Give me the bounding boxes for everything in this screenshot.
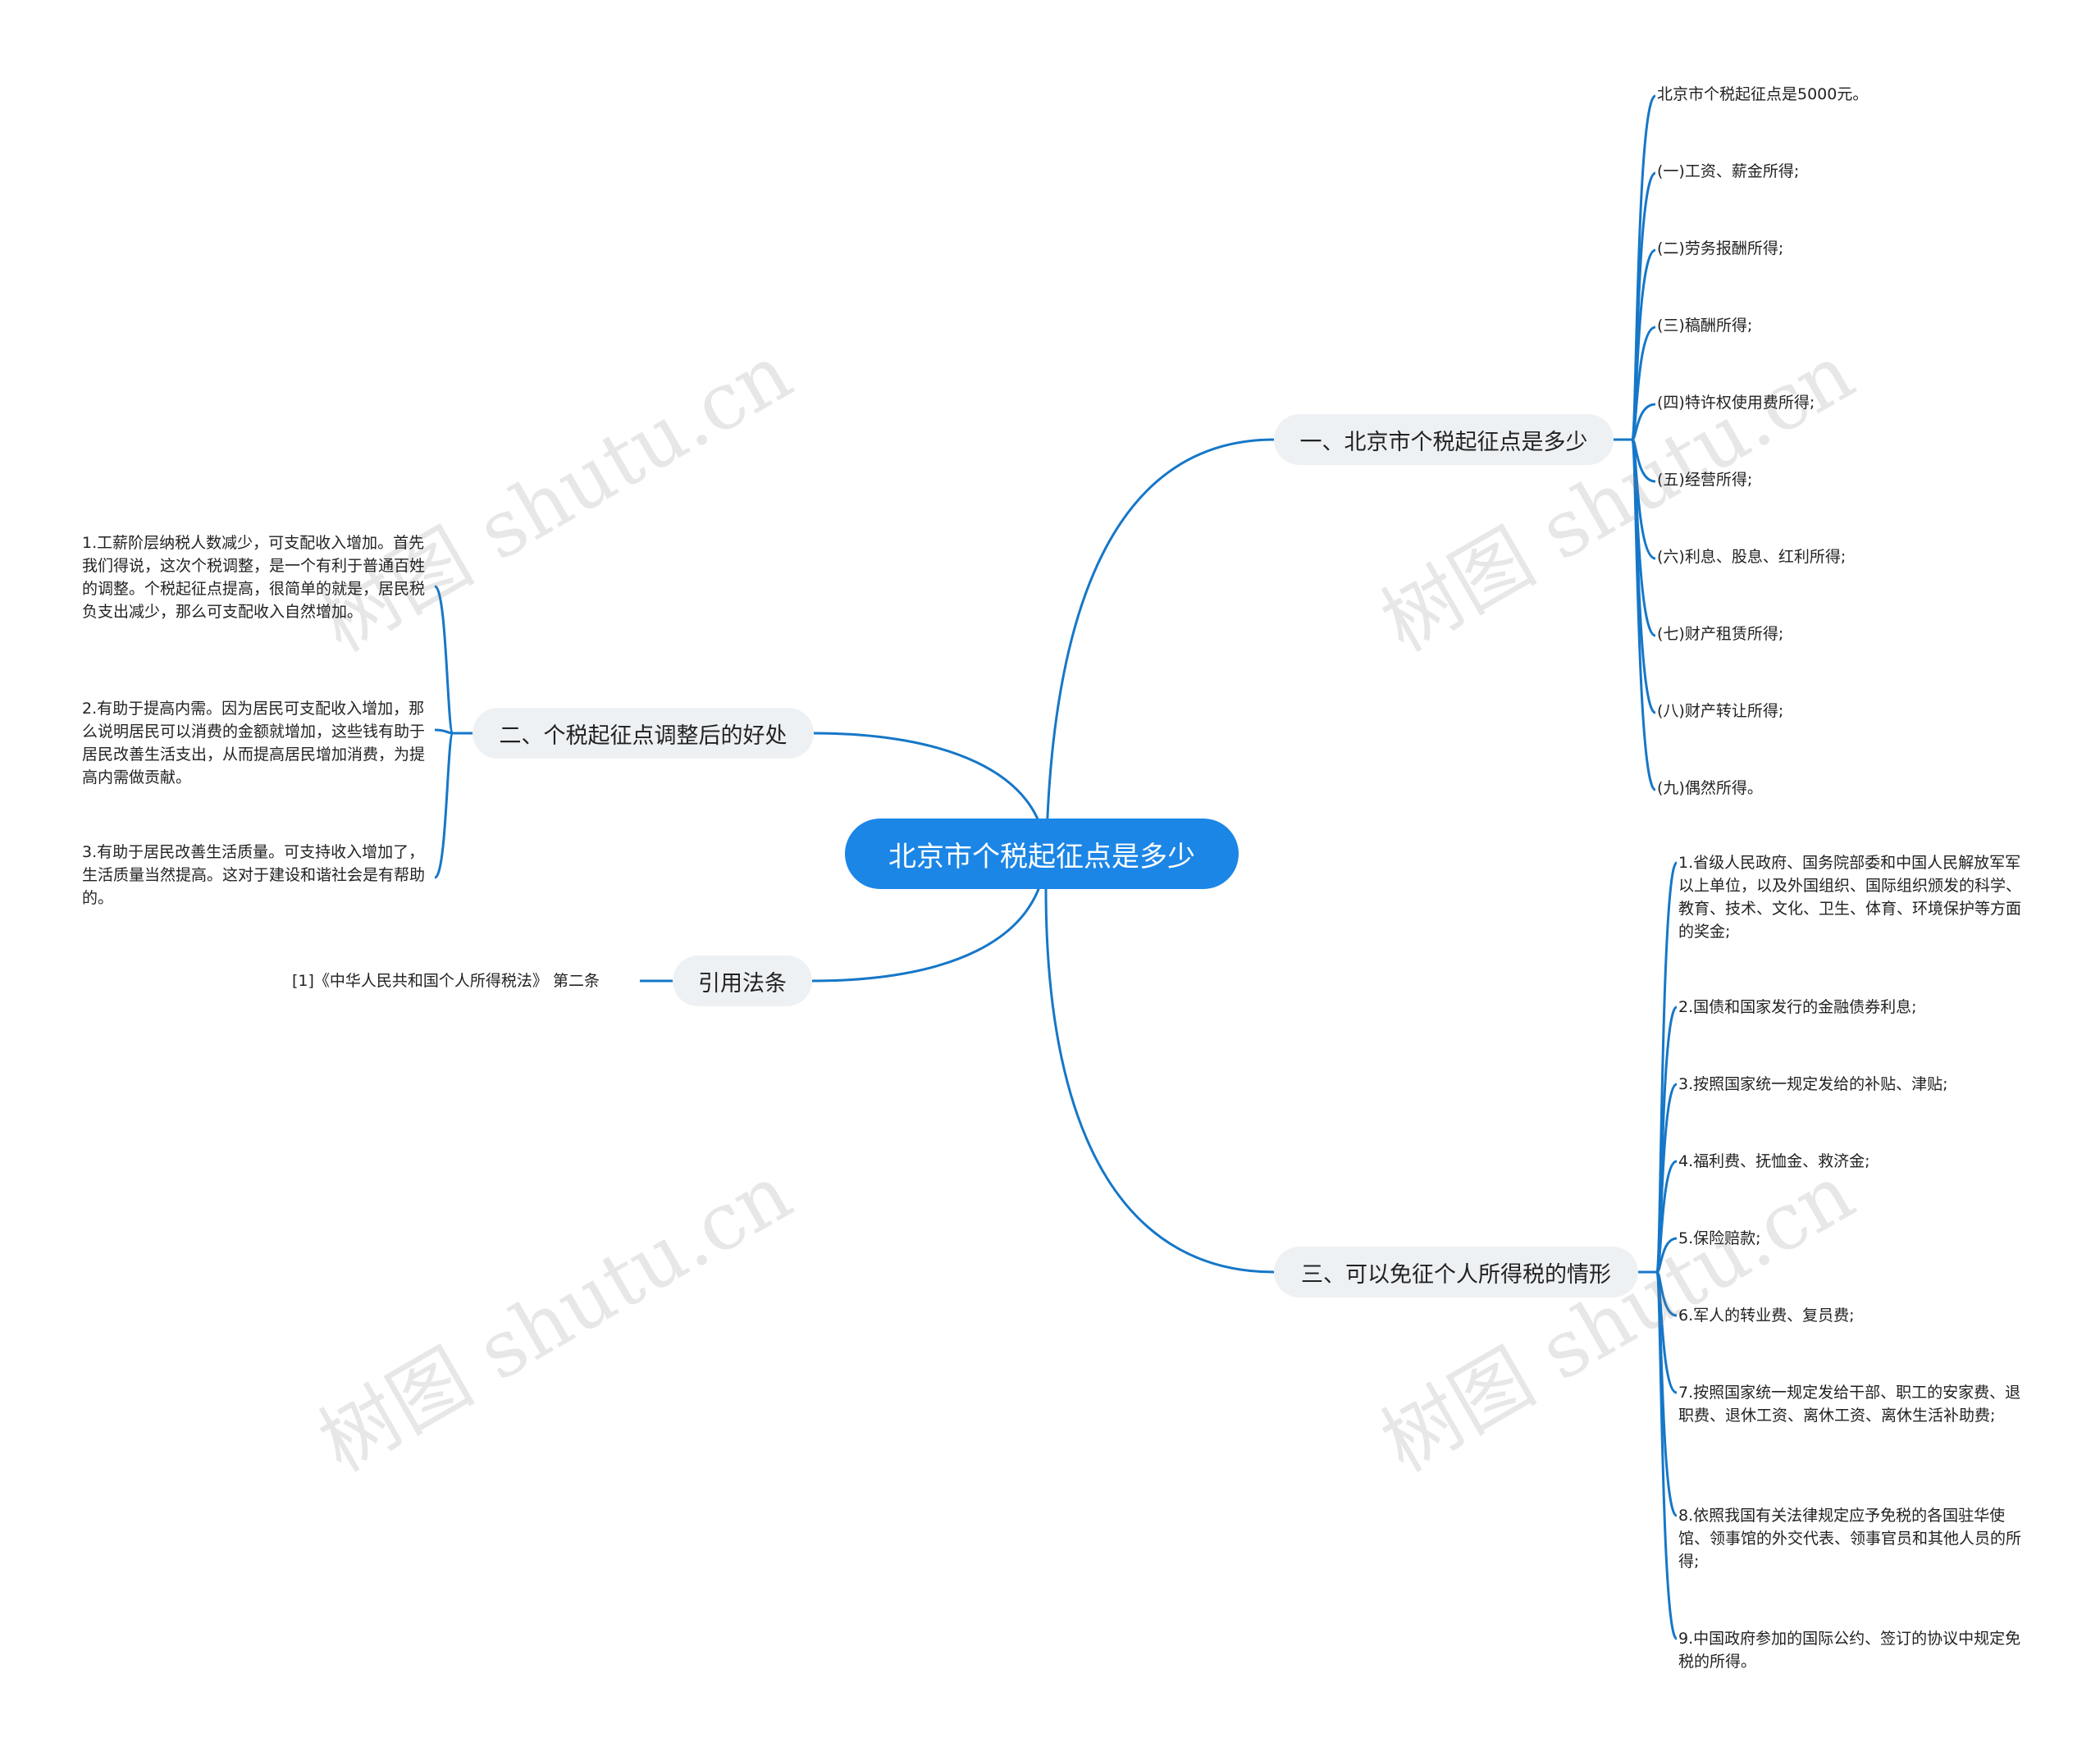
leaf-threshold-item: (八)财产转让所得; [1657, 702, 1784, 720]
root-topic[interactable]: 北京市个税起征点是多少 [845, 819, 1239, 889]
leaf-threshold-item: (二)劳务报酬所得; [1657, 239, 1784, 258]
link-root-to-branch-threshold [1044, 438, 1275, 889]
leaf-threshold-item: 北京市个税起征点是5000元。 [1657, 85, 1869, 103]
link-threshold-leaf [1614, 438, 1657, 791]
link-root-to-branch-exemptions [1044, 887, 1275, 1274]
leaf-exemption-item: 6.军人的转业费、复员费; [1678, 1306, 1855, 1325]
leaf-exemption-item: 4.福利费、抚恤金、救济金; [1678, 1152, 1870, 1170]
link-exemption-leaf [1638, 1160, 1678, 1274]
link-benefit-leaf [433, 732, 472, 879]
leaf-benefit-item: 3.有助于居民改善生活质量。可支持收入增加了，生活质量当然提高。这对于建设和谐社… [82, 843, 426, 907]
leaf-citation-item: [1]《中华人民共和国个人所得税法》 第二条 [292, 972, 600, 990]
leaf-threshold-item: (三)稿酬所得; [1657, 317, 1753, 335]
leaf-exemption-item: 7.按照国家统一规定发给干部、职工的安家费、退职费、退休工资、离休工资、离休生活… [1678, 1384, 2021, 1425]
branch-threshold[interactable]: 一、北京市个税起征点是多少 [1274, 414, 1614, 465]
leaf-exemption-item: 2.国债和国家发行的金融债券利息; [1678, 998, 1917, 1016]
branch-citation[interactable]: 引用法条 [673, 955, 812, 1006]
link-exemption-leaf [1638, 861, 1678, 1274]
leaf-exemption-item: 3.按照国家统一规定发给的补贴、津贴; [1678, 1075, 1948, 1093]
leaf-exemption-item: 1.省级人民政府、国务院部委和中国人民解放军军以上单位，以及外国组织、国际组织颁… [1678, 854, 2022, 941]
leaf-exemption-item: 9.中国政府参加的国际公约、签订的协议中规定免税的所得。 [1678, 1630, 2021, 1671]
link-exemption-leaf [1638, 1270, 1678, 1640]
link-exemption-leaf [1638, 1270, 1678, 1394]
link-threshold-leaf [1614, 249, 1656, 441]
leaf-threshold-item: (六)利息、股息、红利所得; [1657, 548, 1847, 566]
leaf-benefit-item: 2.有助于提高内需。因为居民可支配收入增加，那么说明居民可以消费的金额就增加，这… [82, 700, 426, 787]
link-exemption-leaf [1638, 1270, 1678, 1517]
leaf-threshold-item: (五)经营所得; [1657, 471, 1753, 489]
leaf-benefit-item: 1.工薪阶层纳税人数减少，可支配收入增加。首先我们得说，这次个税调整，是一个有利… [82, 534, 426, 621]
branch-exemptions[interactable]: 三、可以免征个人所得税的情形 [1274, 1247, 1638, 1297]
leaf-threshold-item: (七)财产租赁所得; [1657, 625, 1784, 643]
link-benefit-leaf [433, 585, 472, 735]
leaf-threshold-item: (九)偶然所得。 [1657, 779, 1763, 797]
branch-benefits[interactable]: 二、个税起征点调整后的好处 [472, 708, 814, 759]
link-exemption-leaf [1638, 1083, 1678, 1274]
leaf-threshold-item: (四)特许权使用费所得; [1657, 394, 1815, 412]
link-exemption-leaf [1638, 1006, 1678, 1274]
leaf-threshold-item: (一)工资、薪金所得; [1657, 162, 1800, 180]
leaf-exemption-item: 5.保险赔款; [1678, 1229, 1761, 1247]
leaf-exemption-item: 8.依照我国有关法律规定应予免税的各国驻华使馆、领事馆的外交代表、领事官员和其他… [1678, 1507, 2022, 1571]
